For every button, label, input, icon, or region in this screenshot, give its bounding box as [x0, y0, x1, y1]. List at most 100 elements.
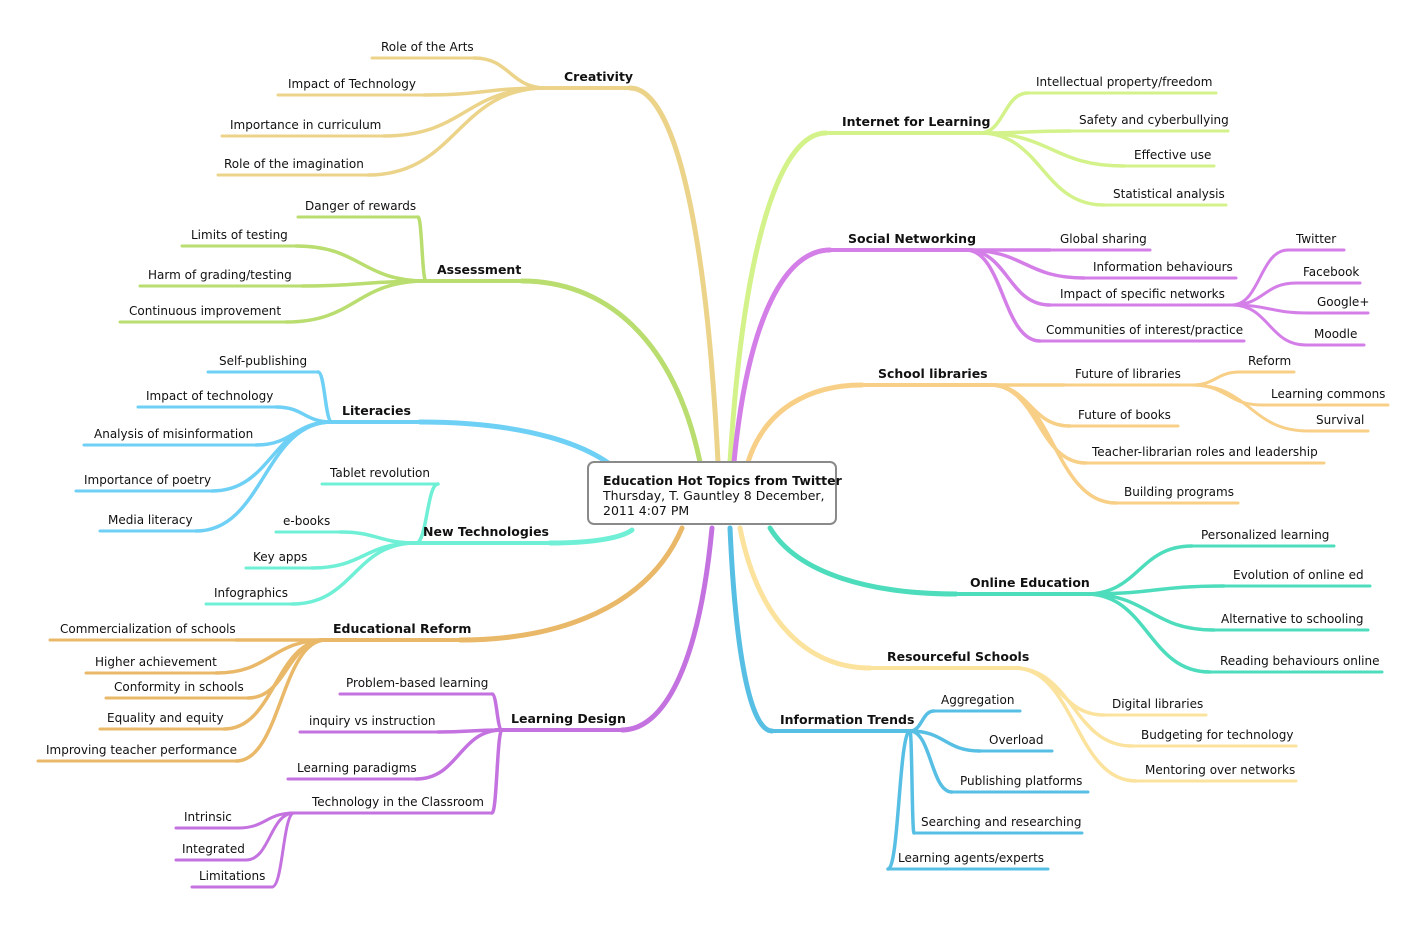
- topic-label-resourceful_schools-2[interactable]: Mentoring over networks: [1145, 763, 1296, 777]
- topic-label-assessment-3[interactable]: Continuous improvement: [129, 304, 282, 318]
- topic-label-educational_reform-2[interactable]: Conformity in schools: [114, 680, 244, 694]
- topic-label-educational_reform-0[interactable]: Commercialization of schools: [60, 622, 236, 636]
- child-connector-educational_reform-4: [234, 638, 328, 763]
- topic-label-assessment-1[interactable]: Limits of testing: [191, 228, 288, 242]
- child-connector-assessment-0: [416, 215, 428, 283]
- topic-label-online_education-3[interactable]: Reading behaviours online: [1220, 654, 1380, 668]
- subtopic-label-social_networking-2-2[interactable]: Google+: [1317, 295, 1370, 309]
- topic-label-online_education-0[interactable]: Personalized learning: [1201, 528, 1330, 542]
- topic-label-new_technologies-1[interactable]: e-books: [283, 514, 331, 528]
- subtopic-label-school_libraries-0-2[interactable]: Survival: [1316, 413, 1365, 427]
- subtopic-label-social_networking-2-3[interactable]: Moodle: [1314, 327, 1358, 341]
- child-connector-online_education-3: [1084, 592, 1212, 674]
- topic-label-information_trends-3[interactable]: Searching and researching: [921, 815, 1082, 829]
- topic-label-learning_design-0[interactable]: Problem-based learning: [346, 676, 489, 690]
- topic-label-educational_reform-3[interactable]: Equality and equity: [107, 711, 224, 725]
- branch-label-resourceful_schools[interactable]: Resourceful Schools: [887, 649, 1030, 664]
- subchild-connector-learning_design-3-1: [244, 811, 296, 862]
- branch-label-assessment[interactable]: Assessment: [437, 262, 522, 277]
- subtopic-label-social_networking-2-0[interactable]: Twitter: [1296, 232, 1337, 246]
- topic-label-creativity-2[interactable]: Importance in curriculum: [230, 118, 382, 132]
- branch-label-learning_design[interactable]: Learning Design: [511, 711, 626, 726]
- topic-label-new_technologies-0[interactable]: Tablet revolution: [330, 466, 430, 480]
- subtopic-label-learning_design-3-1[interactable]: Integrated: [182, 842, 245, 856]
- child-connector-information_trends-2: [908, 729, 954, 794]
- topic-label-assessment-0[interactable]: Danger of rewards: [305, 199, 417, 213]
- topic-label-online_education-2[interactable]: Alternative to schooling: [1221, 612, 1364, 626]
- topic-label-school_libraries-2[interactable]: Teacher-librarian roles and leadership: [1092, 445, 1318, 459]
- topic-label-social_networking-0[interactable]: Global sharing: [1060, 232, 1147, 246]
- child-connector-information_trends-3: [908, 729, 916, 835]
- subtopic-label-learning_design-3-2[interactable]: Limitations: [199, 869, 266, 883]
- branch-label-new_technologies[interactable]: New Technologies: [423, 524, 550, 539]
- topic-label-school_libraries-0[interactable]: Future of libraries: [1075, 367, 1181, 381]
- branch-connector-online_education: [767, 525, 959, 597]
- topic-label-internet_for_learning-1[interactable]: Safety and cyberbullying: [1079, 113, 1229, 127]
- topic-label-new_technologies-3[interactable]: Infographics: [214, 586, 289, 600]
- topic-label-information_trends-4[interactable]: Learning agents/experts: [898, 851, 1045, 865]
- subtopic-label-learning_design-3-0[interactable]: Intrinsic: [184, 810, 232, 824]
- central-topic-subtitle-line1: Thursday, T. Gauntley 8 December,: [603, 488, 825, 503]
- central-topic[interactable]: Education Hot Topics from Twitter Thursd…: [587, 461, 842, 525]
- branch-connector-information_trends: [727, 525, 775, 734]
- topic-label-learning_design-3[interactable]: Technology in the Classroom: [312, 795, 484, 809]
- subtopic-label-school_libraries-0-0[interactable]: Reform: [1248, 354, 1292, 368]
- topic-label-literacies-2[interactable]: Analysis of misinformation: [94, 427, 254, 441]
- topic-label-school_libraries-1[interactable]: Future of books: [1078, 408, 1171, 422]
- branch-label-school_libraries[interactable]: School libraries: [878, 366, 988, 381]
- topic-label-social_networking-1[interactable]: Information behaviours: [1093, 260, 1233, 274]
- child-connector-new_technologies-3: [290, 541, 418, 606]
- child-connector-internet_for_learning-3: [978, 131, 1106, 207]
- topic-label-social_networking-3[interactable]: Communities of interest/practice: [1046, 323, 1244, 337]
- topic-label-learning_design-2[interactable]: Learning paradigms: [297, 761, 417, 775]
- topic-label-information_trends-2[interactable]: Publishing platforms: [960, 774, 1083, 788]
- topic-label-new_technologies-2[interactable]: Key apps: [253, 550, 308, 564]
- topic-label-information_trends-0[interactable]: Aggregation: [941, 693, 1015, 707]
- child-connector-internet_for_learning-2: [978, 131, 1126, 168]
- topic-label-educational_reform-1[interactable]: Higher achievement: [95, 655, 217, 669]
- branch-label-information_trends[interactable]: Information Trends: [780, 712, 915, 727]
- topic-label-educational_reform-4[interactable]: Improving teacher performance: [46, 743, 237, 757]
- branch-connector-new_technologies: [547, 527, 635, 546]
- topic-label-resourceful_schools-0[interactable]: Digital libraries: [1112, 697, 1204, 711]
- subtopic-label-school_libraries-0-1[interactable]: Learning commons: [1271, 387, 1386, 401]
- branch-label-online_education[interactable]: Online Education: [970, 575, 1090, 590]
- branch-label-literacies[interactable]: Literacies: [342, 403, 411, 418]
- central-topic-title: Education Hot Topics from Twitter: [603, 473, 842, 488]
- topic-label-school_libraries-3[interactable]: Building programs: [1124, 485, 1234, 499]
- topic-label-creativity-1[interactable]: Impact of Technology: [288, 77, 416, 91]
- topic-label-assessment-2[interactable]: Harm of grading/testing: [148, 268, 292, 282]
- topic-label-resourceful_schools-1[interactable]: Budgeting for technology: [1141, 728, 1294, 742]
- topic-label-learning_design-1[interactable]: inquiry vs instruction: [309, 714, 436, 728]
- branch-connector-creativity: [627, 85, 721, 465]
- topic-label-internet_for_learning-2[interactable]: Effective use: [1134, 148, 1212, 162]
- branch-label-educational_reform[interactable]: Educational Reform: [333, 621, 472, 636]
- child-connector-creativity-3: [366, 86, 548, 177]
- child-connector-online_education-1: [1084, 584, 1226, 596]
- topic-label-literacies-4[interactable]: Media literacy: [108, 513, 193, 527]
- child-connector-social_networking-3: [964, 248, 1042, 343]
- topic-label-creativity-3[interactable]: Role of the imagination: [224, 157, 364, 171]
- branch-connector-assessment: [519, 278, 703, 465]
- topic-label-literacies-0[interactable]: Self-publishing: [219, 354, 308, 368]
- branch-label-creativity[interactable]: Creativity: [564, 69, 634, 84]
- topic-label-creativity-0[interactable]: Role of the Arts: [381, 40, 474, 54]
- child-connector-resourceful_schools-2: [1012, 666, 1138, 783]
- topic-label-internet_for_learning-0[interactable]: Intellectual property/freedom: [1036, 75, 1213, 89]
- branch-label-social_networking[interactable]: Social Networking: [848, 231, 977, 246]
- child-connector-social_networking-1: [964, 248, 1086, 280]
- child-connector-educational_reform-3: [222, 638, 328, 731]
- topic-label-social_networking-2[interactable]: Impact of specific networks: [1060, 287, 1225, 301]
- topic-label-information_trends-1[interactable]: Overload: [989, 733, 1044, 747]
- topic-label-literacies-3[interactable]: Importance of poetry: [84, 473, 212, 487]
- branch-label-internet_for_learning[interactable]: Internet for Learning: [842, 114, 991, 129]
- branch-connector-learning_design: [619, 525, 715, 733]
- subtopic-label-social_networking-2-1[interactable]: Facebook: [1303, 265, 1360, 279]
- topic-label-internet_for_learning-3[interactable]: Statistical analysis: [1113, 187, 1225, 201]
- child-connector-learning_design-2: [414, 728, 504, 781]
- topic-label-online_education-1[interactable]: Evolution of online ed: [1233, 568, 1364, 582]
- topic-label-literacies-1[interactable]: Impact of technology: [146, 389, 274, 403]
- branch-connector-internet_for_learning: [727, 130, 829, 465]
